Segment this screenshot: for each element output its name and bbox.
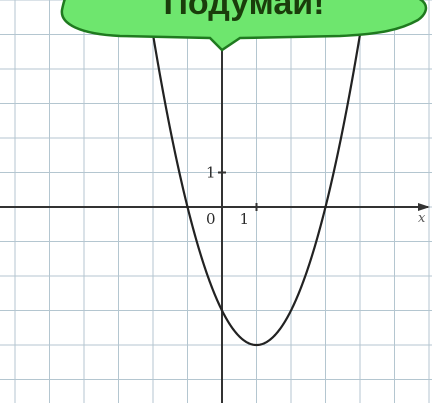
origin-label: 0	[206, 210, 216, 228]
x-axis-label: x	[418, 211, 426, 226]
think-banner: Подумай!	[60, 0, 428, 52]
y-tick-label-1: 1	[206, 164, 216, 182]
axes	[0, 6, 430, 403]
parabola-curve	[146, 0, 367, 347]
x-tick-label-1: 1	[240, 210, 250, 228]
x-axis-arrow	[418, 203, 430, 211]
banner-text: Подумай!	[163, 0, 324, 22]
speech-bubble	[60, 0, 428, 52]
